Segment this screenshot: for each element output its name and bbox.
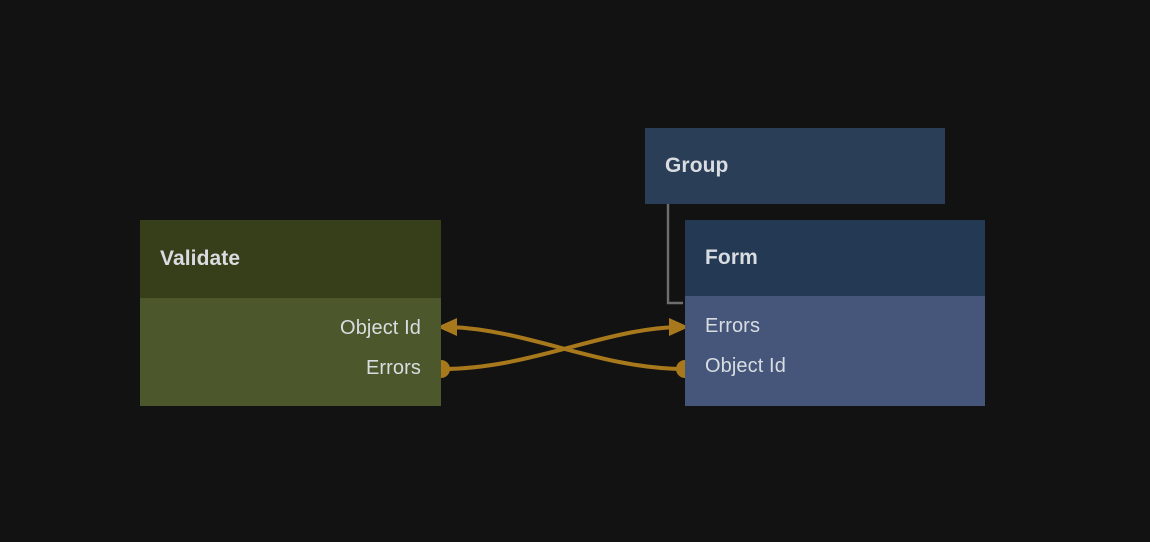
port-validate-object-id[interactable]: Object Id <box>140 308 441 348</box>
node-validate[interactable]: Validate Object Id Errors <box>140 220 441 406</box>
node-form-body: Errors Object Id <box>685 296 985 406</box>
node-validate-header[interactable]: Validate <box>140 220 441 298</box>
node-validate-body: Object Id Errors <box>140 298 441 406</box>
node-group-header[interactable]: Group <box>645 128 945 204</box>
node-validate-title: Validate <box>160 247 241 270</box>
port-validate-errors[interactable]: Errors <box>140 348 441 388</box>
node-form-title: Form <box>705 246 758 269</box>
port-validate-errors-label: Errors <box>365 356 421 379</box>
edge-form-objectid-to-validate-objectid <box>448 325 687 371</box>
edge-validate-errors-to-form-errors <box>439 325 678 371</box>
port-form-object-id[interactable]: Object Id <box>685 346 985 386</box>
port-form-object-id-label: Object Id <box>705 354 786 377</box>
node-form[interactable]: Form Errors Object Id <box>685 220 985 406</box>
group-to-form-bracket <box>666 204 683 305</box>
node-group[interactable]: Group <box>645 128 945 204</box>
port-form-errors[interactable]: Errors <box>685 306 985 346</box>
port-validate-object-id-label: Object Id <box>340 316 421 339</box>
port-form-errors-label: Errors <box>705 314 761 337</box>
node-form-header[interactable]: Form <box>685 220 985 296</box>
node-group-title: Group <box>665 154 729 177</box>
